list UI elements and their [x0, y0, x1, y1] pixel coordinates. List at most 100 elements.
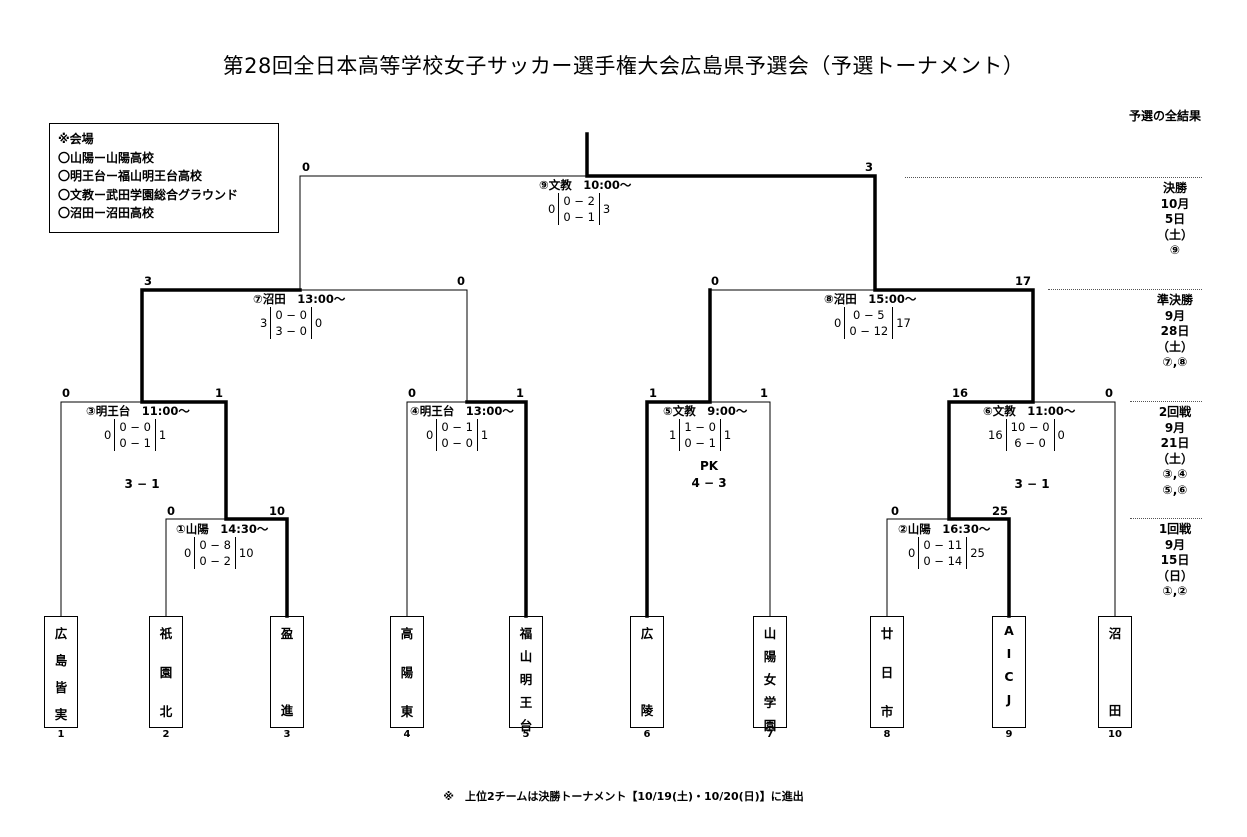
m2-left-score: 0	[890, 504, 900, 518]
round-line: 21日	[1160, 436, 1190, 451]
round-line: 9月	[1164, 308, 1186, 323]
m2-label: ②山陽 16:30〜	[898, 522, 991, 536]
team-char: 園	[763, 718, 777, 733]
line-team2	[165, 518, 227, 617]
m6-pk-score: 3 − 1	[1014, 477, 1050, 491]
team-number: 10	[1108, 729, 1122, 740]
round-separator	[1048, 289, 1202, 290]
team-box: 盈 進	[270, 616, 304, 728]
team-char: C	[1004, 669, 1014, 684]
m9-right-score: 3	[864, 160, 874, 174]
page-title: 第28回全日本高等学校女子サッカー選手権大会広島県予選会（予選トーナメント）	[222, 54, 1025, 78]
round-semifinal-info: 準決勝 9月 28日 （土） ⑦,⑧	[1145, 293, 1205, 371]
m5-half2: 0 − 1	[684, 436, 716, 450]
team-number: 7	[766, 729, 774, 740]
round-line: 5日	[1164, 212, 1186, 227]
round-line: （土）	[1156, 451, 1193, 466]
team-char: 女	[763, 672, 777, 687]
m7-half2: 3 − 0	[275, 324, 307, 338]
team-char: 陵	[640, 703, 654, 718]
m6-right-score: 0	[1104, 386, 1114, 400]
m8-total-left: 0	[834, 316, 842, 330]
m6-left-score: 16	[951, 386, 969, 400]
line-team10	[1032, 401, 1116, 617]
win-team3	[140, 288, 302, 618]
m8-total-right: 17	[896, 316, 911, 330]
round-line: ⑨	[1169, 243, 1181, 258]
legend-item: 〇文教ー武田学園総合グラウンド	[58, 187, 239, 202]
m9-left-score: 0	[301, 160, 311, 174]
m9-half1: 0 − 2	[563, 194, 595, 208]
m7-left-score: 3	[143, 274, 153, 288]
team-char: 実	[54, 707, 68, 722]
round-line: 9月	[1164, 420, 1186, 435]
round-line: 決勝	[1162, 181, 1187, 195]
team-number: 4	[403, 729, 411, 740]
team-number: 5	[522, 729, 530, 740]
m5-label: ⑤文教 9:00〜	[663, 404, 748, 418]
team-char: 広	[54, 626, 68, 641]
m3-half2: 0 − 1	[119, 436, 151, 450]
line-team7	[709, 401, 771, 617]
team-char: 学	[763, 695, 777, 710]
round-line: 10月	[1160, 196, 1190, 211]
m2-half1: 0 − 11	[923, 538, 963, 552]
m4-half1: 0 − 1	[441, 420, 473, 434]
round-line: 9月	[1164, 537, 1186, 552]
team-char: I	[1006, 646, 1012, 661]
round-line: （土）	[1156, 227, 1193, 242]
m1-total-left: 0	[184, 546, 192, 560]
round-separator	[1130, 401, 1202, 402]
m4-right-score: 1	[515, 386, 525, 400]
team-number: 2	[162, 729, 170, 740]
venue-legend: ※会場 〇山陽ー山陽高校 〇明王台ー福山明王台高校 〇文教ー武田学園総合グラウン…	[49, 123, 279, 233]
team-char: A	[1004, 623, 1014, 638]
m4-total-left: 0	[426, 428, 434, 442]
team-number: 6	[643, 729, 651, 740]
team-number: 8	[883, 729, 891, 740]
m4-total-right: 1	[480, 428, 489, 442]
team-char: J	[1006, 692, 1012, 707]
m5-left-score: 1	[648, 386, 658, 400]
line-team8	[886, 518, 950, 617]
m6-total-left: 16	[988, 428, 1003, 442]
team-char: 盈	[280, 626, 294, 641]
team-box: 沼 田	[1098, 616, 1132, 728]
team-char: 沼	[1108, 626, 1122, 641]
m8-left-score: 0	[710, 274, 720, 288]
team-char: 高	[400, 626, 414, 641]
m1-total-right: 10	[238, 546, 254, 560]
m2-right-score: 25	[991, 504, 1009, 518]
round-1-info: 1回戦 9月 15日 （日） ①,②	[1145, 522, 1205, 600]
legend-item: 〇明王台ー福山明王台高校	[58, 169, 203, 183]
m5-right-score: 1	[759, 386, 769, 400]
team-box: 広 陵	[630, 616, 664, 728]
m2-half2: 0 − 14	[923, 554, 963, 568]
team-number: 1	[57, 729, 65, 740]
round-line: （土）	[1156, 339, 1193, 354]
m6-half1: 10 − 0	[1010, 420, 1050, 434]
m1-right-score: 10	[268, 504, 286, 518]
round-line: 15日	[1160, 553, 1190, 568]
team-char: 広	[640, 626, 654, 641]
m8-label: ⑧沼田 15:00〜	[824, 292, 917, 306]
round-final-info: 決勝 10月 5日 （土） ⑨	[1145, 181, 1205, 259]
m8-right-score: 17	[1014, 274, 1032, 288]
team-char: 市	[880, 704, 894, 719]
line-sf1-right	[299, 289, 468, 403]
round-2-info: 2回戦 9月 21日 （土） ③,④ ⑤,⑥	[1145, 405, 1205, 499]
team-char: 島	[54, 653, 68, 668]
team-char: 王	[519, 695, 533, 710]
m7-right-score: 0	[456, 274, 466, 288]
m3-half1: 0 − 0	[119, 420, 151, 434]
team-char: 田	[1108, 703, 1122, 718]
legend-item: 〇山陽ー山陽高校	[58, 150, 155, 165]
round-separator	[1130, 518, 1202, 519]
m3-total-right: 1	[158, 428, 167, 442]
